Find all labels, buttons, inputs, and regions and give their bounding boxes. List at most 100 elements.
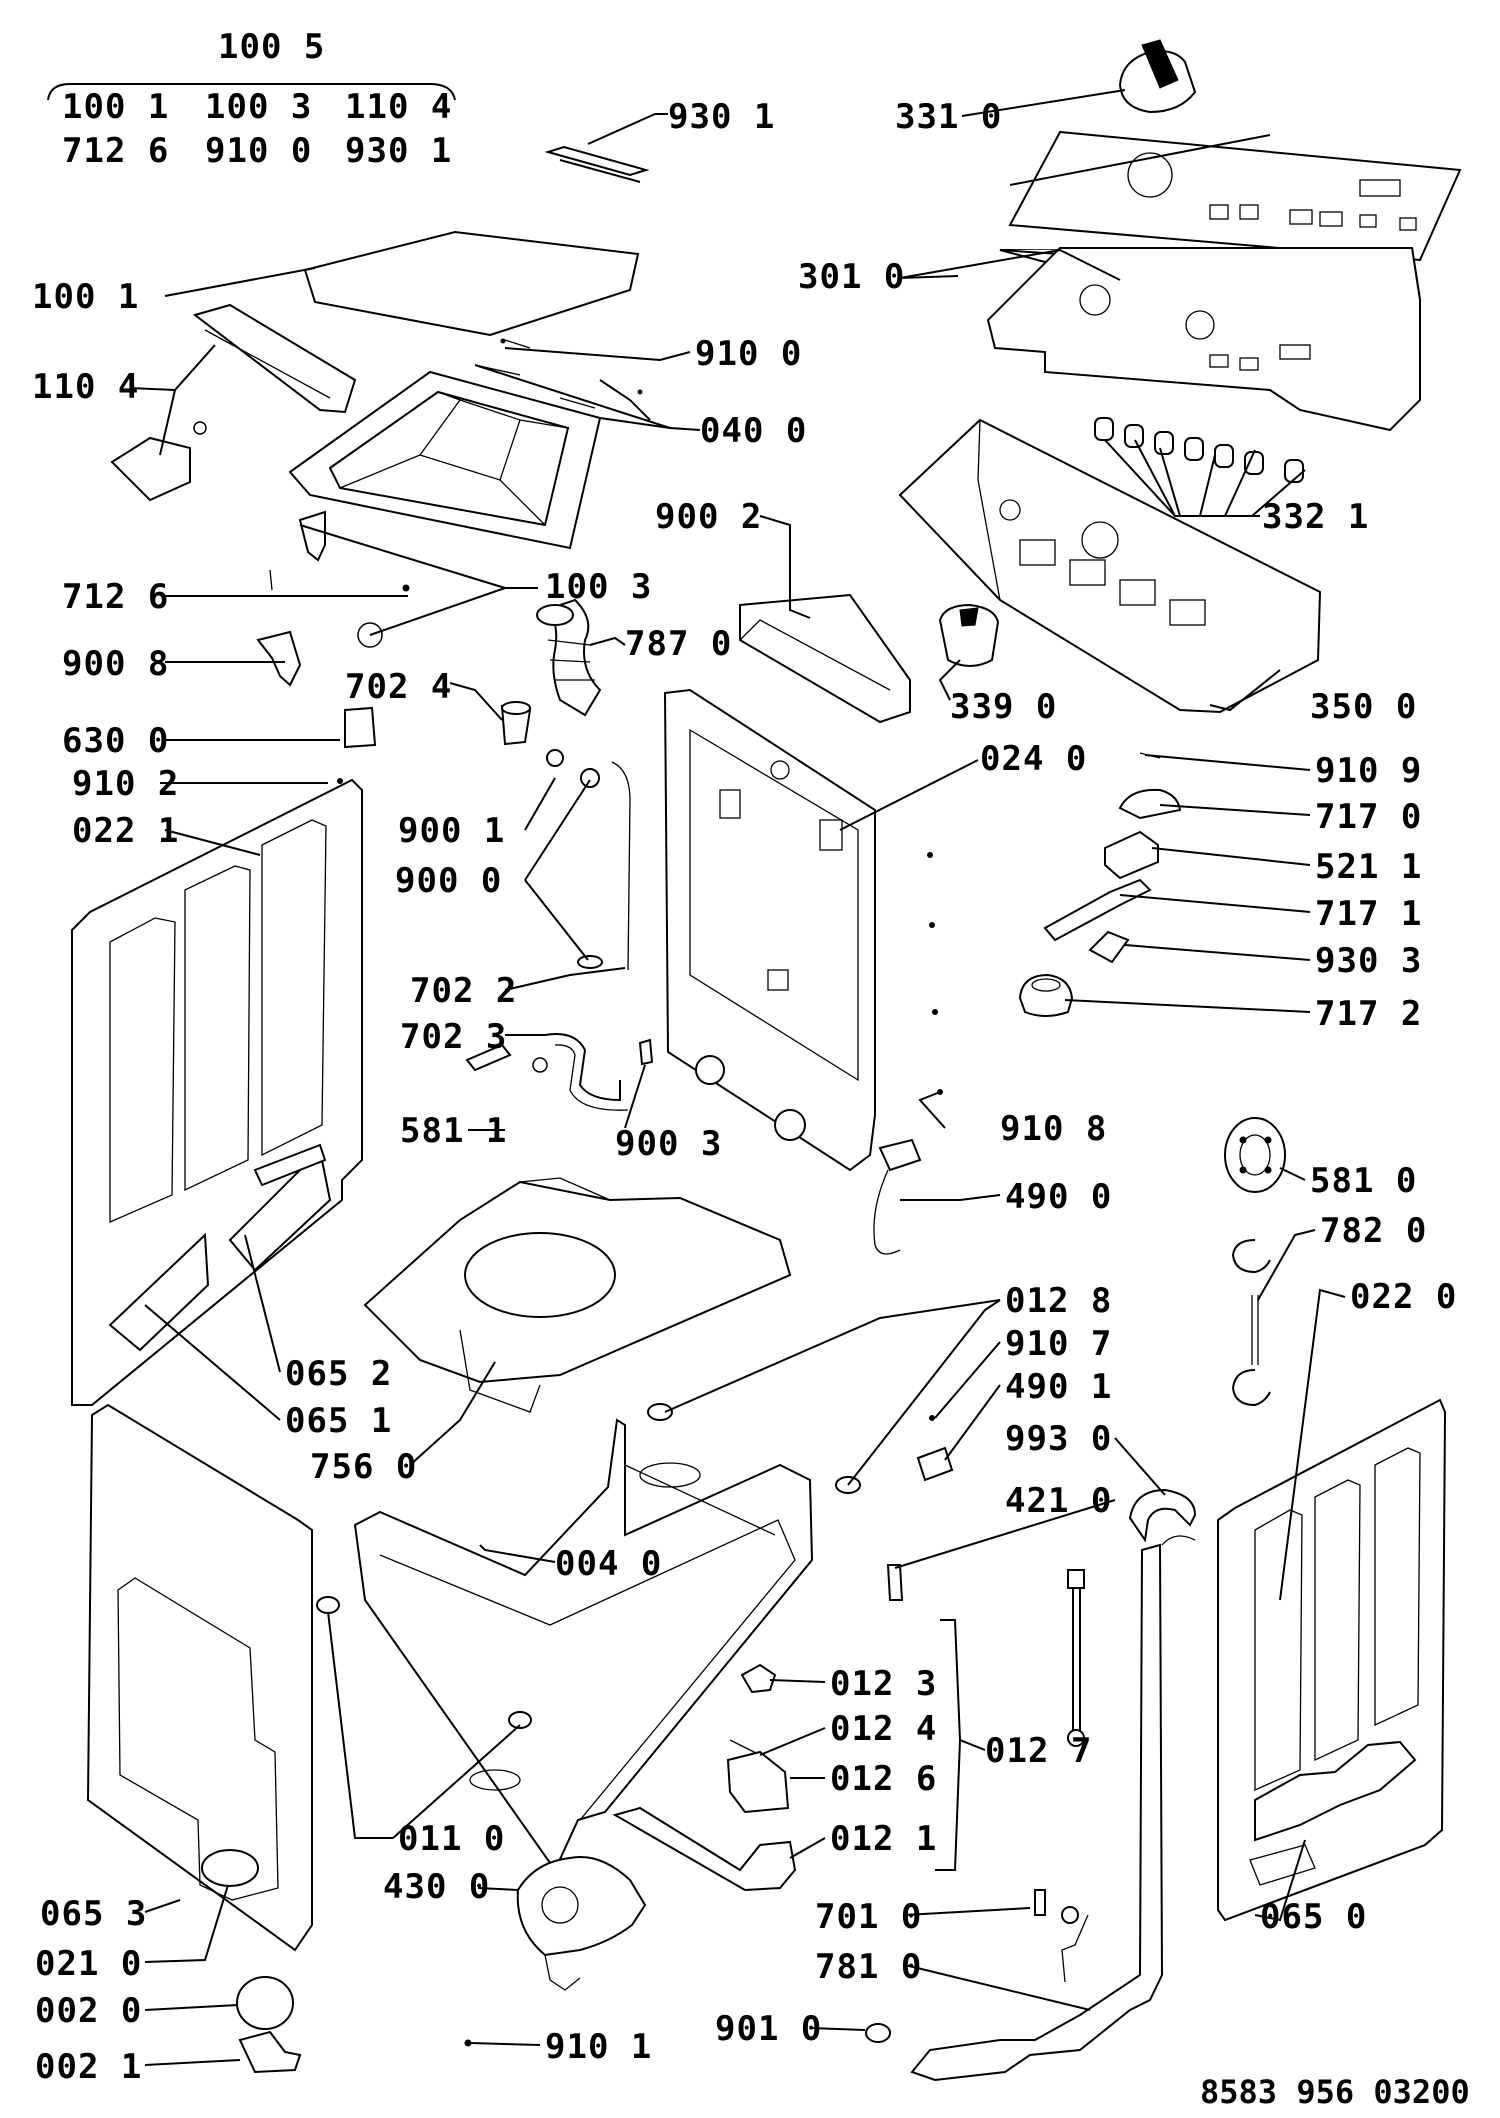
label-065-0: 065 0 [1260, 1897, 1367, 1937]
label-581-1: 581 1 [400, 1111, 507, 1151]
part-702-3-hose [544, 1033, 629, 1111]
part-910-screws-back [337, 778, 943, 1095]
label-702-3: 702 3 [400, 1017, 507, 1057]
part-900-1-grommet [546, 749, 631, 971]
part-782-0-clips [1231, 1239, 1271, 1407]
label-900-3: 900 3 [615, 1124, 722, 1164]
label-012-1: 012 1 [830, 1819, 937, 1859]
label-900-1: 900 1 [398, 811, 505, 851]
label-065-1: 065 1 [285, 1401, 392, 1441]
label-022-0: 022 0 [1350, 1277, 1457, 1317]
label-012-8: 012 8 [1005, 1281, 1112, 1321]
part-900-3-clip [638, 1038, 654, 1066]
label-012-7: 012 7 [985, 1731, 1092, 1771]
label-012-3: 012 3 [830, 1664, 937, 1704]
header-row2-a: 712 6 [62, 131, 169, 171]
label-993-0: 993 0 [1005, 1419, 1112, 1459]
part-900-2-bracket [739, 593, 911, 724]
label-100-1: 100 1 [32, 277, 139, 317]
part-430-0-drain-pump [516, 1856, 647, 1991]
header-row1-c: 110 4 [345, 87, 452, 127]
header-group-title: 100 5 [218, 27, 325, 67]
header-row2-c: 930 1 [345, 131, 452, 171]
header-row2-b: 910 0 [205, 131, 312, 171]
part-701-0-inlet-hose [1034, 1889, 1089, 1983]
label-011-0: 011 0 [398, 1819, 505, 1859]
part-022-0-right-side-panel [1217, 1398, 1447, 1922]
label-040-0: 040 0 [700, 411, 807, 451]
label-910-9: 910 9 [1315, 751, 1422, 791]
part-781-0-drain-hose [910, 1535, 1196, 2082]
label-332-1: 332 1 [1262, 497, 1369, 537]
part-900-0-grommet-lower [577, 955, 603, 969]
label-521-1: 521 1 [1315, 847, 1422, 887]
label-490-0: 490 0 [1005, 1177, 1112, 1217]
label-331-0: 331 0 [895, 97, 1002, 137]
part-012-7-valve-rod [1067, 1569, 1085, 1747]
part-930-3-spring [1088, 930, 1130, 964]
label-490-1: 490 1 [1005, 1367, 1112, 1407]
part-581-0-pulley [1224, 1117, 1286, 1193]
part-717-1-arm [1043, 878, 1152, 942]
label-781-0: 781 0 [815, 1947, 922, 1987]
part-labels: 930 1 331 0 301 0 100 1 910 0 110 4 040 … [32, 97, 1457, 2087]
label-065-3: 065 3 [40, 1894, 147, 1934]
drawing-number: 8583 956 03200 [1200, 2073, 1470, 2111]
label-024-0: 024 0 [980, 739, 1087, 779]
label-910-7: 910 7 [1005, 1324, 1112, 1364]
label-581-0: 581 0 [1310, 1161, 1417, 1201]
part-011-0-feet [316, 1596, 532, 1729]
part-717-2-holder [1018, 973, 1074, 1017]
part-712-6-pins [269, 569, 410, 592]
leader-lines [129, 89, 1346, 2066]
label-630-0: 630 0 [62, 721, 169, 761]
label-930-1-top: 930 1 [668, 97, 775, 137]
part-024-0-back-frame [663, 688, 876, 1172]
label-787-0: 787 0 [625, 624, 732, 664]
header-row1-b: 100 3 [205, 87, 312, 127]
label-110-4: 110 4 [32, 367, 139, 407]
part-339-0-pressure-switch [938, 603, 1000, 667]
part-002-0-filter-cover [236, 1976, 294, 2030]
part-630-0-block [344, 706, 377, 749]
label-100-3: 100 3 [545, 567, 652, 607]
part-022-1-left-side-panel [71, 778, 363, 1406]
part-331-0-knob [1118, 39, 1197, 114]
label-900-0: 900 0 [395, 861, 502, 901]
label-717-0: 717 0 [1315, 797, 1422, 837]
label-782-0: 782 0 [1320, 1211, 1427, 1251]
label-002-0: 002 0 [35, 1991, 142, 2031]
label-421-0: 421 0 [1005, 1481, 1112, 1521]
label-430-0: 430 0 [383, 1867, 490, 1907]
part-002-1-filter-handle [238, 2030, 302, 2074]
label-002-1: 002 1 [35, 2047, 142, 2087]
part-100-1-lid [303, 230, 640, 337]
part-301-0-control-panel [986, 246, 1422, 432]
label-350-0: 350 0 [1310, 687, 1417, 727]
label-717-2: 717 2 [1315, 994, 1422, 1034]
label-012-6: 012 6 [830, 1759, 937, 1799]
label-717-1: 717 1 [1315, 894, 1422, 934]
label-910-8: 910 8 [1000, 1109, 1107, 1149]
label-004-0: 004 0 [555, 1544, 662, 1584]
label-756-0: 756 0 [310, 1447, 417, 1487]
label-012-4: 012 4 [830, 1709, 937, 1749]
part-350-0-electronic-board [898, 418, 1322, 714]
label-930-3: 930 3 [1315, 941, 1422, 981]
part-717-0-cap [1118, 752, 1182, 820]
header-row1-a: 100 1 [62, 87, 169, 127]
part-012-1-lever [612, 1806, 797, 1892]
part-901-0-plug [865, 2023, 891, 2043]
part-490-1-clip [916, 1415, 954, 1482]
label-702-4: 702 4 [345, 667, 452, 707]
part-756-0-base-support [363, 1177, 792, 1413]
part-702-4-connector [500, 701, 532, 746]
label-910-2: 910 2 [72, 764, 179, 804]
header-group-brace [47, 83, 456, 101]
label-910-1: 910 1 [545, 2027, 652, 2067]
label-702-2: 702 2 [410, 971, 517, 1011]
label-910-0: 910 0 [695, 334, 802, 374]
label-701-0: 701 0 [815, 1897, 922, 1937]
part-021-0-front-panel [86, 1403, 313, 1952]
